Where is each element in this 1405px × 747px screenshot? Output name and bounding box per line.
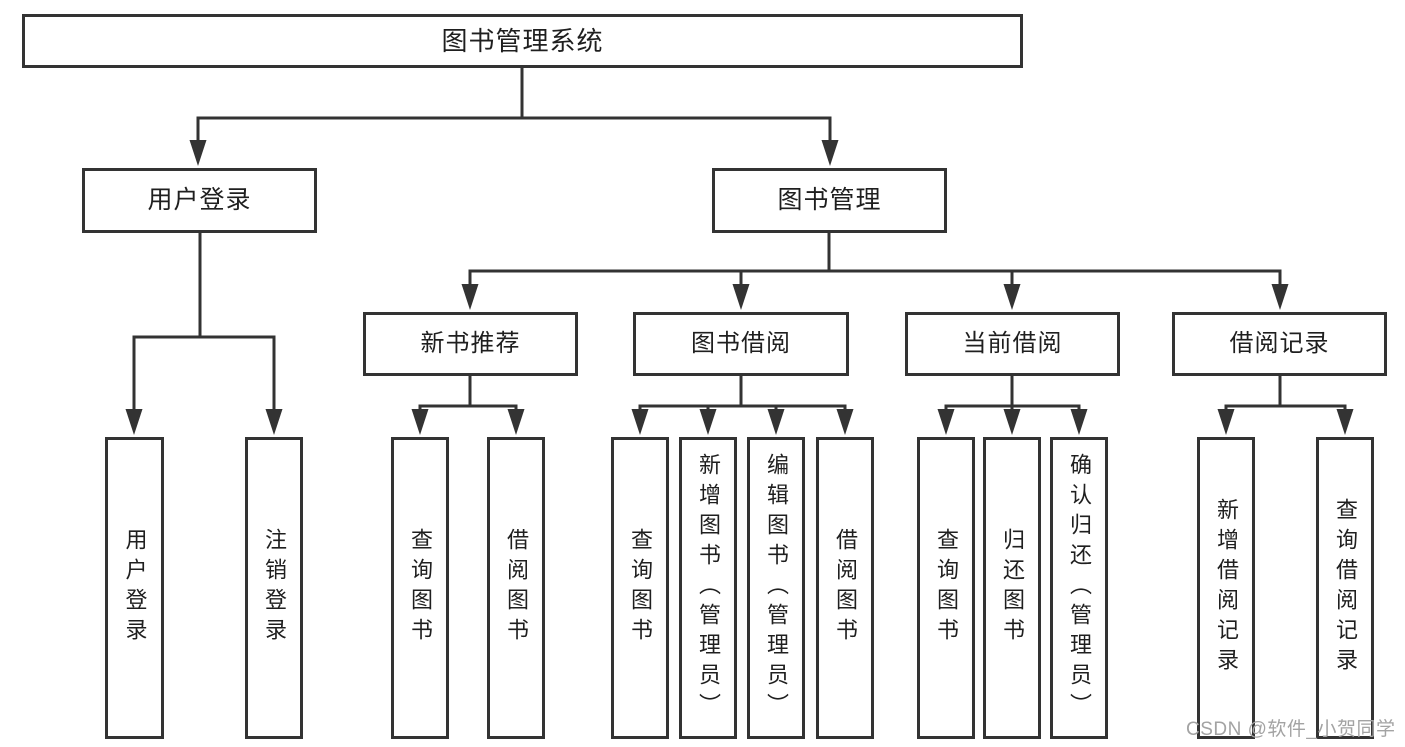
leaf-newbook-borrow-books: 借阅图书 (487, 437, 545, 739)
leaf-current-return-books: 归还图书 (983, 437, 1041, 739)
leaf-newbook-query-books: 查询图书 (391, 437, 449, 739)
node-root-system: 图书管理系统 (22, 14, 1023, 68)
leaf-borrow-edit-books-admin: 编辑图书（管理员） (747, 437, 805, 739)
leaf-user-login: 用户登录 (105, 437, 164, 739)
csdn-watermark: CSDN @软件_小贺同学 (1186, 719, 1396, 740)
leaf-current-query-books: 查询图书 (917, 437, 975, 739)
node-book-management: 图书管理 (712, 168, 947, 233)
leaf-borrow-query-books: 查询图书 (611, 437, 669, 739)
leaf-record-add-borrow-record: 新增借阅记录 (1197, 437, 1255, 739)
node-new-book-recommend: 新书推荐 (363, 312, 578, 376)
leaf-current-confirm-return-admin: 确认归还（管理员） (1050, 437, 1108, 739)
node-book-borrow: 图书借阅 (633, 312, 849, 376)
leaf-record-query-borrow-record: 查询借阅记录 (1316, 437, 1374, 739)
leaf-borrow-add-books-admin: 新增图书（管理员） (679, 437, 737, 739)
node-current-borrow: 当前借阅 (905, 312, 1120, 376)
node-borrow-record: 借阅记录 (1172, 312, 1387, 376)
leaf-logout: 注销登录 (245, 437, 303, 739)
node-user-login: 用户登录 (82, 168, 317, 233)
leaf-borrow-borrow-books: 借阅图书 (816, 437, 874, 739)
